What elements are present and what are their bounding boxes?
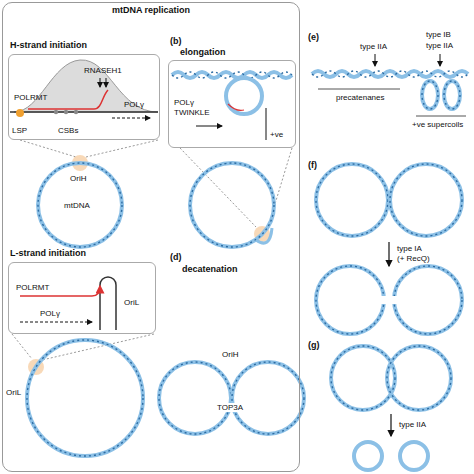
molecule-label: mtDNA (64, 201, 90, 210)
structure-label: +ve supercoils (412, 120, 463, 129)
inset-box: H-strand initiationPOLRMTRNASEH1POLγLSPC… (8, 54, 160, 140)
origin-label: OriL (124, 298, 139, 307)
enzyme-label: TOP3A (216, 403, 244, 412)
origin-label: OriH (222, 350, 238, 359)
structure-label: precatenanes (336, 93, 384, 102)
protein-label: RNASEH1 (84, 66, 122, 75)
protein-label: POLRMT (16, 283, 49, 292)
panel-heading: elongation (180, 47, 226, 57)
protein-label: POLγ (124, 100, 144, 109)
origin-label: OriH (70, 174, 86, 183)
enzyme-label: type IIA (360, 42, 387, 51)
origin-label: OriL (6, 388, 21, 397)
protein-label: POLγ (40, 309, 60, 318)
panel-letter: (d) (170, 252, 182, 262)
panel-heading: H-strand initiation (10, 40, 87, 50)
enzyme-label: type IIA (399, 420, 426, 429)
panel-letter: (b) (170, 36, 182, 46)
protein-label: POLRMT (14, 93, 47, 102)
supercoil-label: +ve (270, 130, 283, 139)
protein-label: TWINKLE (174, 108, 210, 117)
panel-letter: (e) (308, 32, 319, 42)
panel-heading: decatenation (182, 264, 238, 274)
element-label: CSBs (58, 126, 78, 135)
panel-letter: (g) (308, 340, 320, 350)
figure-panel: mtDNA replicationH-strand initiationPOLR… (2, 2, 300, 472)
panel-title: mtDNA replication (3, 5, 299, 15)
enzyme-label: type IIA (426, 41, 453, 50)
enzyme-label: (+ RecQ) (397, 254, 430, 263)
enzyme-label: type IB (426, 30, 451, 39)
inset-box: elongationPOLγTWINKLE+ve (168, 60, 296, 148)
protein-label: POLγ (174, 98, 194, 107)
enzyme-label: type IA (397, 244, 422, 253)
promoter-label: LSP (12, 126, 27, 135)
panel-letter: (f) (308, 160, 317, 170)
panel-heading: L-strand initiation (10, 248, 86, 258)
